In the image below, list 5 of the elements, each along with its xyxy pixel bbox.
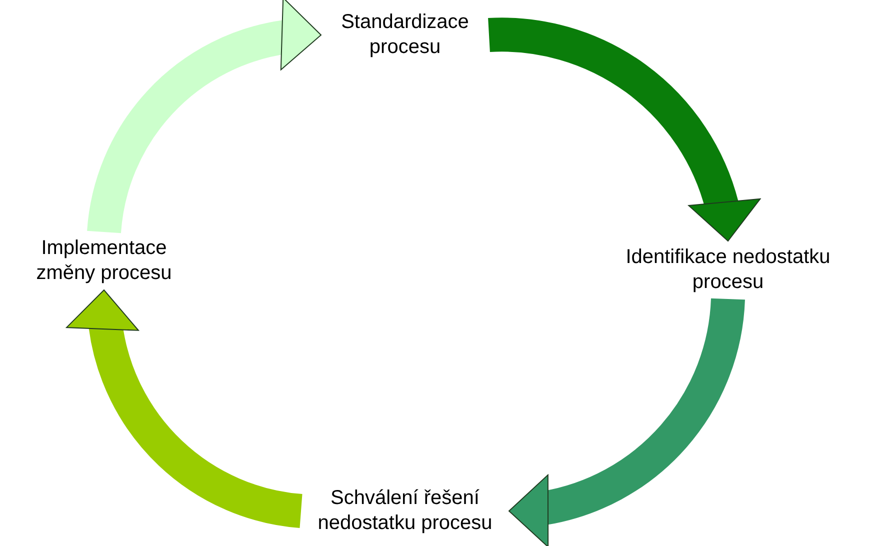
- stage-label: Identifikace nedostatku procesu: [612, 245, 844, 295]
- curved-arrow: [68, 290, 304, 528]
- stage-label: Standardizace procesu: [325, 10, 485, 60]
- stage-label: Schválení řešení nedostatku procesu: [305, 486, 505, 536]
- stage-label: Implementace změny procesu: [28, 236, 180, 286]
